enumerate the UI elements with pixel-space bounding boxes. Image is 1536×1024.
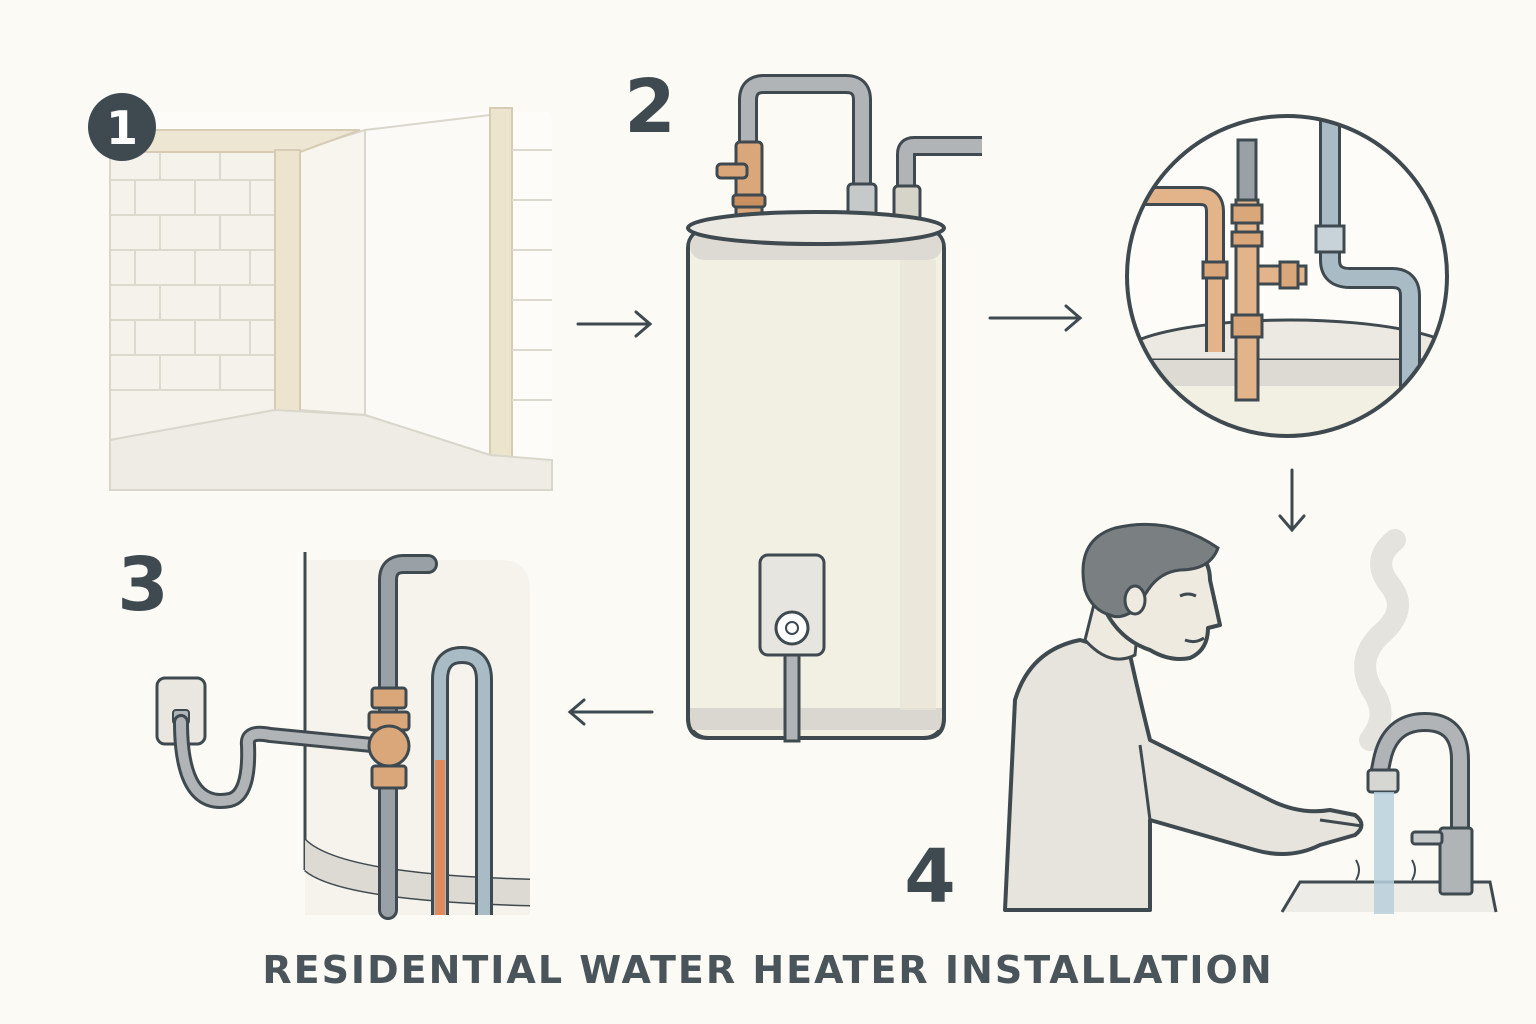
arrow-down-icon [1278, 468, 1306, 533]
thermostat-dial-icon [774, 610, 810, 646]
step-3-number: 3 [117, 542, 169, 628]
arrow-left-icon [567, 698, 654, 726]
step-1-basement-panel [109, 107, 553, 491]
diagram-caption: RESIDENTIAL WATER HEATER INSTALLATION [262, 948, 1274, 992]
step-2-number: 2 [624, 64, 676, 150]
steam-icon [1354, 529, 1409, 751]
water-stream [1374, 792, 1394, 914]
step-3-connections [155, 552, 531, 920]
brick-lines [110, 150, 275, 391]
step-4-faucet-sink [1280, 529, 1498, 914]
step-2-water-heater [686, 74, 982, 743]
step-4-person [1003, 522, 1364, 912]
arrow-right-icon [988, 304, 1083, 332]
pipe-connections-closeup [1125, 114, 1449, 438]
step-4-number: 4 [904, 834, 956, 920]
arrow-right-icon [576, 310, 653, 338]
step-1-badge: 1 [88, 93, 156, 161]
step-1-number: 1 [106, 101, 138, 155]
